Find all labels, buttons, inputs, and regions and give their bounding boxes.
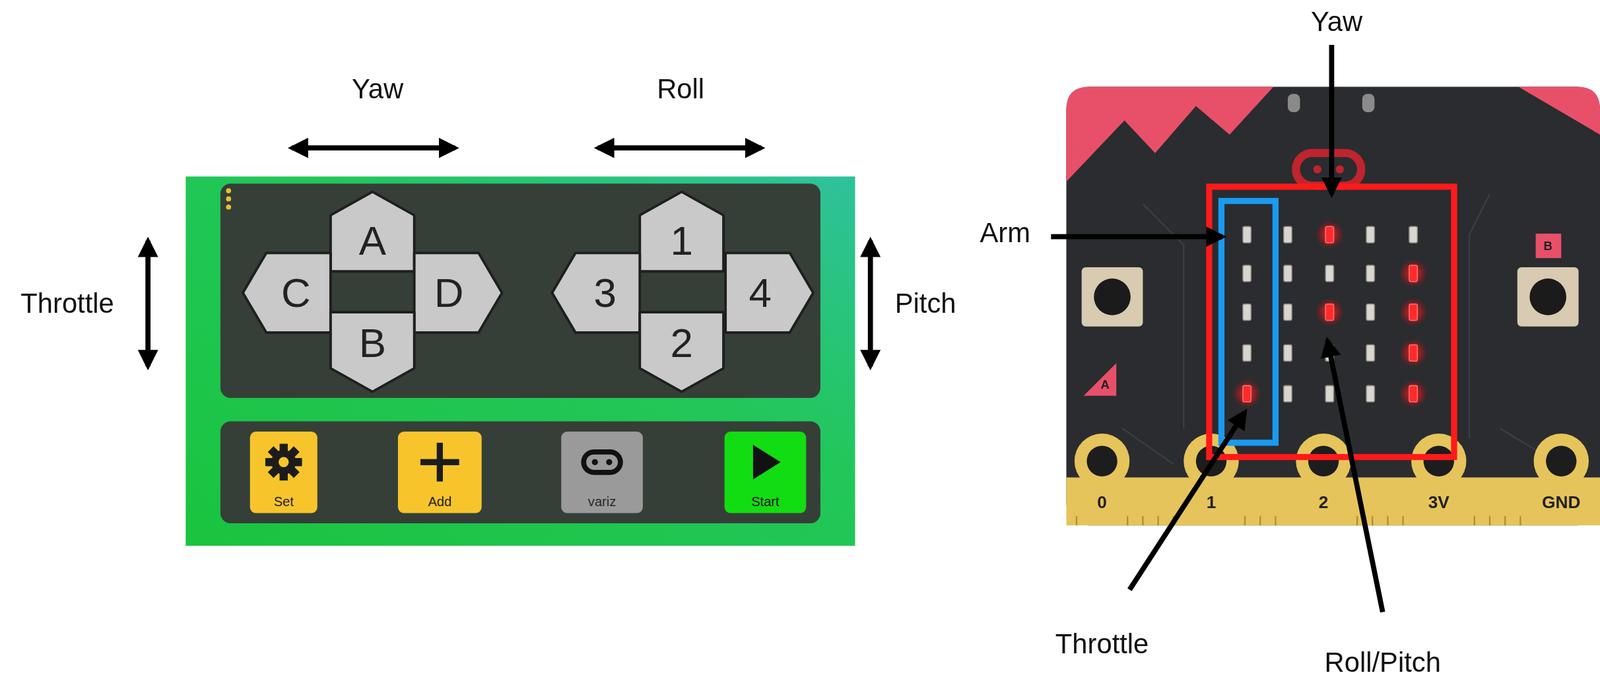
direction-button: D bbox=[413, 252, 503, 334]
pin-name: 2 bbox=[1318, 493, 1329, 514]
callout-label: Arm bbox=[979, 217, 1031, 250]
button-letter: 2 bbox=[669, 322, 693, 364]
toolbar-button: variz bbox=[561, 431, 643, 514]
direction-button: C bbox=[241, 252, 332, 334]
callout-label: Throttle bbox=[1055, 629, 1150, 661]
app-panel bbox=[185, 176, 855, 546]
pin-name: 3V bbox=[1428, 493, 1450, 514]
pin-name: 0 bbox=[1097, 493, 1107, 514]
toolbar-panel bbox=[220, 421, 821, 524]
button-caption: Set bbox=[273, 495, 294, 509]
button-letter: 4 bbox=[749, 272, 772, 314]
direction-button: 2 bbox=[638, 311, 725, 394]
toolbar-button: Set bbox=[250, 431, 318, 514]
direction-button: 3 bbox=[551, 252, 641, 334]
button-letter: A bbox=[359, 220, 387, 262]
axis-label: Throttle bbox=[20, 288, 115, 321]
direction-button: A bbox=[329, 190, 416, 273]
button-letter: B bbox=[359, 322, 387, 364]
pin-name: 1 bbox=[1206, 493, 1217, 514]
button-marking: B bbox=[1543, 238, 1552, 254]
button-letter: 3 bbox=[594, 272, 617, 314]
axis-label: Pitch bbox=[895, 288, 957, 321]
button-caption: variz bbox=[588, 495, 616, 509]
arm-column-frame bbox=[1221, 201, 1276, 443]
dpad-panel bbox=[220, 183, 821, 399]
button-letter: D bbox=[434, 272, 465, 314]
button-caption: Start bbox=[751, 495, 779, 509]
menu-dots bbox=[225, 188, 232, 210]
display-frame bbox=[1209, 186, 1455, 458]
callout-label: Roll/Pitch bbox=[1324, 647, 1441, 680]
button-letter: C bbox=[281, 272, 311, 314]
direction-button: 4 bbox=[724, 252, 815, 334]
direction-button: B bbox=[329, 311, 416, 394]
toolbar-button: Start bbox=[724, 431, 807, 514]
button-letter: 1 bbox=[669, 220, 693, 262]
toolbar-button: Add bbox=[398, 431, 482, 514]
button-marking: A bbox=[1100, 377, 1110, 393]
callout-label: Yaw bbox=[1310, 6, 1363, 39]
axis-label: Yaw bbox=[351, 73, 404, 106]
button-caption: Add bbox=[427, 495, 452, 509]
direction-button: 1 bbox=[638, 190, 725, 273]
leader-arrows bbox=[1050, 44, 1383, 613]
axis-label: Roll bbox=[656, 73, 705, 106]
pin-name: GND bbox=[1541, 493, 1581, 514]
led-matrix bbox=[1232, 220, 1428, 408]
